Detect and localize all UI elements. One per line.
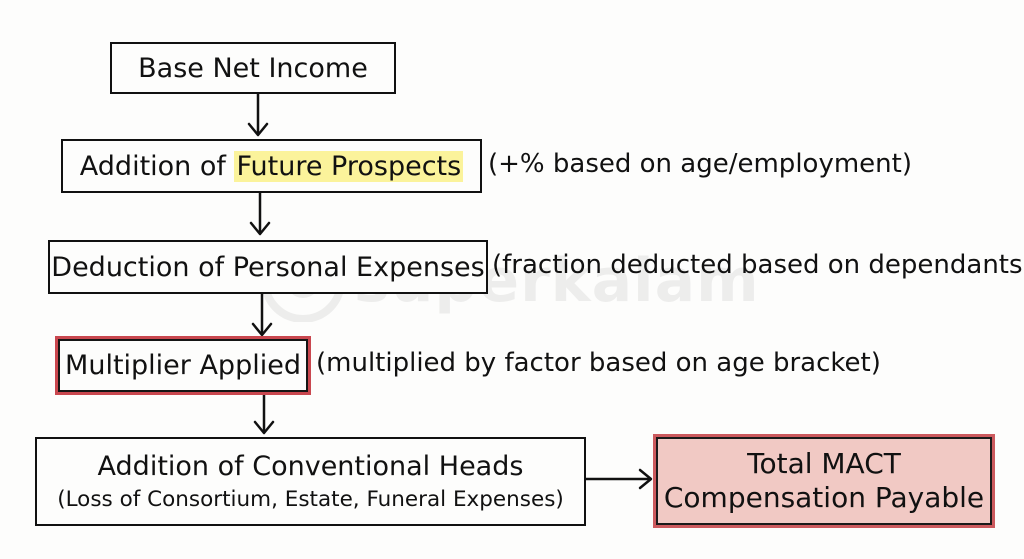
step-base-net-income: Base Net Income	[110, 42, 396, 94]
step-label: Base Net Income	[138, 52, 368, 84]
result-line-1: Total MACT	[747, 446, 901, 480]
note-future-prospects: (+% based on age/employment)	[488, 149, 912, 179]
step-conventional-heads: Addition of Conventional Heads (Loss of …	[35, 437, 586, 526]
step-sublabel: (Loss of Consortium, Estate, Funeral Exp…	[57, 487, 564, 513]
step-label: Multiplier Applied	[65, 350, 301, 381]
step-future-prospects: Addition of Future Prospects	[61, 139, 482, 193]
result-total-compensation: Total MACT Compensation Payable	[656, 437, 992, 525]
step-multiplier: Multiplier Applied	[58, 339, 308, 392]
step-label: Deduction of Personal Expenses	[51, 251, 485, 283]
note-multiplier: (multiplied by factor based on age brack…	[316, 348, 881, 378]
highlighted-term: Future Prospects	[234, 150, 464, 182]
step-personal-expenses: Deduction of Personal Expenses	[48, 240, 488, 294]
step-label: Addition of Conventional Heads	[97, 450, 524, 482]
note-personal-expenses: (fraction deducted based on dependants)	[492, 250, 1024, 280]
result-line-2: Compensation Payable	[663, 481, 985, 514]
step-label-prefix: Addition of	[79, 150, 235, 182]
